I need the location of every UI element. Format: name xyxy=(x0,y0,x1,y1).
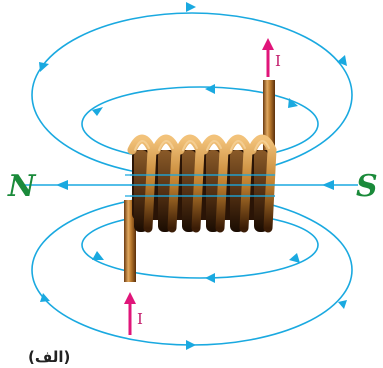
field-arrow-icon xyxy=(288,98,298,108)
north-pole-label: N xyxy=(7,169,37,204)
field-arrow-icon xyxy=(56,180,68,190)
current-arrow-top xyxy=(262,38,274,77)
field-arrow-icon xyxy=(92,251,104,260)
field-arrow-icon xyxy=(186,340,196,350)
field-arrow-icon xyxy=(337,55,347,66)
figure-caption: (الف) xyxy=(28,348,70,366)
current-label-top: I xyxy=(275,52,281,70)
field-arrow-icon xyxy=(92,107,103,116)
field-arrow-icon xyxy=(322,180,334,190)
south-pole-label: S xyxy=(356,169,378,204)
field-arrow-icon xyxy=(40,293,50,302)
solenoid-coil xyxy=(127,134,277,233)
current-arrow-bottom xyxy=(124,292,136,335)
field-direction-arrows xyxy=(39,2,347,350)
field-arrow-icon xyxy=(205,273,215,283)
current-label-bottom: I xyxy=(137,310,143,328)
field-arrow-icon xyxy=(338,300,347,309)
field-arrow-icon xyxy=(39,62,49,72)
field-arrow-icon xyxy=(205,84,215,94)
field-arrow-icon xyxy=(186,2,196,12)
field-arrow-icon xyxy=(289,253,300,263)
bottom-lead-wire xyxy=(124,200,136,282)
